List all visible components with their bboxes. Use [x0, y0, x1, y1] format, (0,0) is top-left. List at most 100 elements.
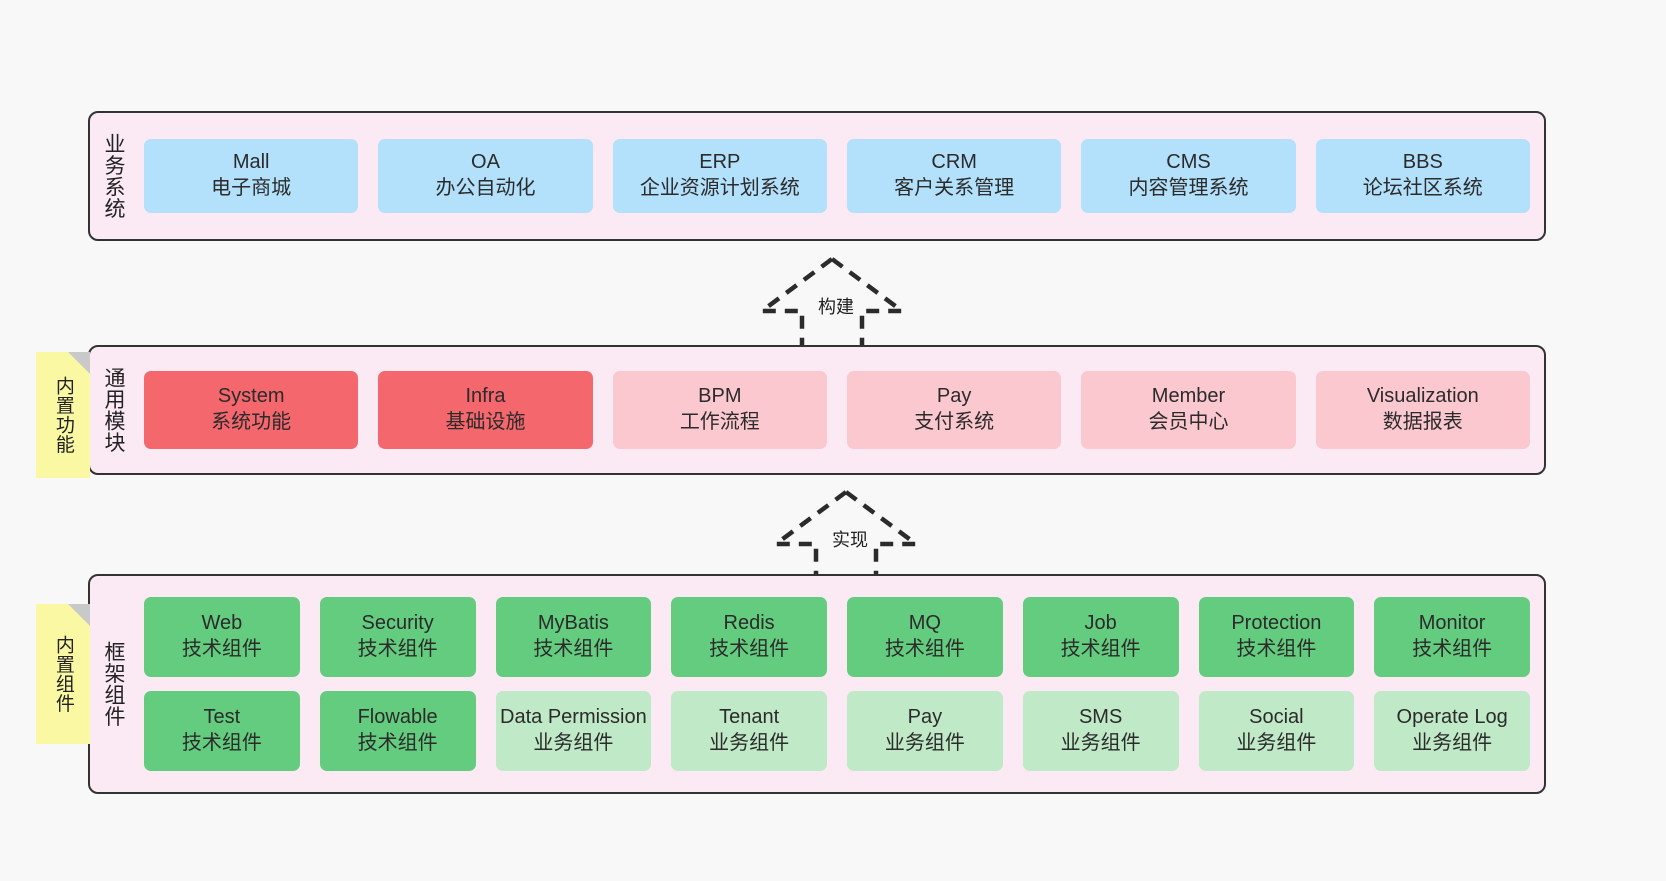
- card-mq[interactable]: MQ 技术组件: [847, 597, 1003, 677]
- card-bpm[interactable]: BPM 工作流程: [612, 371, 827, 449]
- note-text: 内置功能: [52, 376, 74, 454]
- card-title: Tenant: [719, 706, 780, 729]
- card-mall[interactable]: Mall 电子商城: [144, 139, 359, 213]
- card-title: Visualization: [1366, 385, 1479, 408]
- card-subtitle: 技术组件: [884, 638, 965, 660]
- card-protection[interactable]: Protection 技术组件: [1198, 597, 1355, 677]
- card-web[interactable]: Web 技术组件: [144, 597, 300, 677]
- card-title: OA: [471, 151, 500, 174]
- card-pay[interactable]: Pay 支付系统: [846, 371, 1062, 449]
- layer-framework-components: 框架组件 Web 技术组件 Security 技术组件 MyBatis 技术组件…: [88, 574, 1546, 794]
- card-title: CRM: [931, 151, 977, 174]
- note-fold-corner-icon: [68, 352, 90, 374]
- card-title: MyBatis: [537, 612, 609, 635]
- layer-title-framework-components: 框架组件: [101, 641, 125, 727]
- card-title: BBS: [1402, 151, 1443, 174]
- card-row: System 系统功能 Infra 基础设施 BPM 工作流程 Pay 支付系统…: [144, 371, 1530, 449]
- card-title: Operate Log: [1396, 706, 1508, 729]
- card-title: Security: [361, 612, 434, 635]
- card-title: Web: [201, 612, 243, 635]
- card-flowable[interactable]: Flowable 技术组件: [319, 691, 476, 771]
- card-subtitle: 技术组件: [357, 732, 438, 754]
- card-subtitle: 技术组件: [1236, 638, 1317, 660]
- layer-title-common-modules: 通用模块: [101, 367, 125, 453]
- card-redis[interactable]: Redis 技术组件: [671, 597, 827, 677]
- card-title: Flowable: [357, 706, 438, 729]
- card-title: MQ: [908, 612, 941, 635]
- card-test[interactable]: Test 技术组件: [144, 691, 300, 771]
- card-subtitle: 会员中心: [1148, 411, 1229, 433]
- card-monitor[interactable]: Monitor 技术组件: [1374, 597, 1530, 677]
- card-subtitle: 电子商城: [211, 177, 292, 199]
- card-infra[interactable]: Infra 基础设施: [378, 371, 593, 449]
- card-subtitle: 技术组件: [357, 638, 438, 660]
- card-visualization[interactable]: Visualization 数据报表: [1315, 371, 1530, 449]
- note-text: 内置组件: [52, 635, 74, 713]
- card-pay-business[interactable]: Pay 业务组件: [847, 691, 1003, 771]
- card-subtitle: 论坛社区系统: [1362, 177, 1483, 199]
- card-subtitle: 业务组件: [709, 732, 790, 754]
- layer-body-framework-components: Web 技术组件 Security 技术组件 MyBatis 技术组件 Redi…: [136, 576, 1544, 792]
- card-subtitle: 工作流程: [679, 411, 760, 433]
- card-subtitle: 技术组件: [1060, 638, 1141, 660]
- card-job[interactable]: Job 技术组件: [1022, 597, 1179, 677]
- card-subtitle: 业务组件: [1236, 732, 1317, 754]
- card-subtitle: 技术组件: [1412, 638, 1493, 660]
- card-title: Member: [1151, 385, 1226, 408]
- card-title: Protection: [1231, 612, 1322, 635]
- card-security[interactable]: Security 技术组件: [319, 597, 476, 677]
- layer-business-system: 业务系统 Mall 电子商城 OA 办公自动化 ERP 企业资源计划系统 CRM…: [88, 111, 1546, 241]
- card-title: Mall: [232, 151, 270, 174]
- card-member[interactable]: Member 会员中心: [1081, 371, 1296, 449]
- note-builtin-component: 内置组件: [36, 604, 90, 744]
- card-sms[interactable]: SMS 业务组件: [1022, 691, 1179, 771]
- card-subtitle: 技术组件: [709, 638, 790, 660]
- card-title: BPM: [698, 385, 742, 408]
- card-subtitle: 系统功能: [211, 411, 292, 433]
- card-title: ERP: [699, 151, 741, 174]
- card-data-permission[interactable]: Data Permission 业务组件: [495, 691, 652, 771]
- connector-label-build: 构建: [818, 297, 854, 317]
- card-row: Mall 电子商城 OA 办公自动化 ERP 企业资源计划系统 CRM 客户关系…: [144, 139, 1530, 213]
- card-title: Redis: [723, 612, 775, 635]
- card-title: CMS: [1166, 151, 1211, 174]
- card-subtitle: 业务组件: [884, 732, 965, 754]
- card-title: Job: [1084, 612, 1117, 635]
- card-bbs[interactable]: BBS 论坛社区系统: [1315, 139, 1530, 213]
- card-title: Pay: [936, 385, 972, 408]
- connector-build: 构建: [752, 255, 912, 355]
- layer-body-business-system: Mall 电子商城 OA 办公自动化 ERP 企业资源计划系统 CRM 客户关系…: [136, 113, 1544, 239]
- card-row: Test 技术组件 Flowable 技术组件 Data Permission …: [144, 691, 1530, 771]
- card-title: SMS: [1078, 706, 1123, 729]
- card-tenant[interactable]: Tenant 业务组件: [671, 691, 827, 771]
- card-title: Monitor: [1418, 612, 1486, 635]
- card-subtitle: 技术组件: [533, 638, 614, 660]
- card-title: Data Permission: [500, 706, 647, 729]
- card-subtitle: 业务组件: [1412, 732, 1493, 754]
- note-builtin-function: 内置功能: [36, 352, 90, 478]
- card-subtitle: 基础设施: [445, 411, 526, 433]
- card-subtitle: 内容管理系统: [1128, 177, 1249, 199]
- card-oa[interactable]: OA 办公自动化: [378, 139, 593, 213]
- card-subtitle: 数据报表: [1382, 411, 1463, 433]
- layer-title-business-system: 业务系统: [101, 133, 125, 219]
- card-social[interactable]: Social 业务组件: [1198, 691, 1355, 771]
- card-title: Infra: [465, 385, 506, 408]
- card-row: Web 技术组件 Security 技术组件 MyBatis 技术组件 Redi…: [144, 597, 1530, 677]
- card-subtitle: 业务组件: [1060, 732, 1141, 754]
- card-title: Pay: [907, 706, 943, 729]
- card-mybatis[interactable]: MyBatis 技术组件: [495, 597, 652, 677]
- card-cms[interactable]: CMS 内容管理系统: [1081, 139, 1296, 213]
- card-erp[interactable]: ERP 企业资源计划系统: [612, 139, 827, 213]
- card-subtitle: 技术组件: [181, 638, 262, 660]
- connector-implement: 实现: [766, 488, 926, 588]
- card-operate-log[interactable]: Operate Log 业务组件: [1374, 691, 1530, 771]
- note-fold-corner-icon: [68, 604, 90, 626]
- card-system[interactable]: System 系统功能: [144, 371, 359, 449]
- card-subtitle: 业务组件: [533, 732, 614, 754]
- card-crm[interactable]: CRM 客户关系管理: [846, 139, 1062, 213]
- card-subtitle: 支付系统: [914, 411, 995, 433]
- card-title: Test: [203, 706, 241, 729]
- connector-label-implement: 实现: [832, 530, 868, 550]
